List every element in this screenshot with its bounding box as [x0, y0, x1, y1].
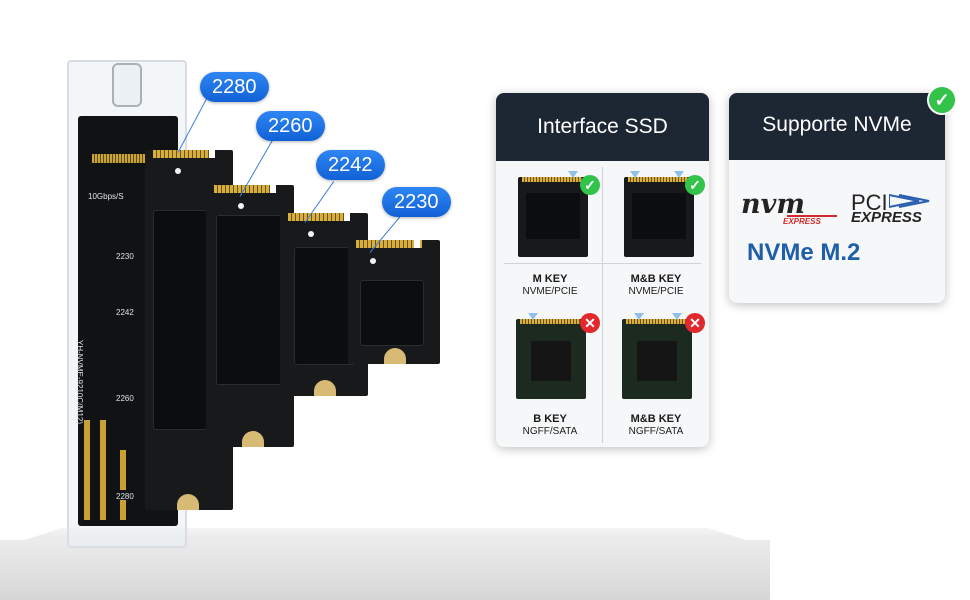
ssd-connector — [628, 177, 688, 182]
nvm-logo-underline — [787, 215, 837, 217]
nvme-caption: NVMe M.2 — [747, 239, 861, 266]
usb-pin — [120, 500, 126, 520]
model-label: YH-NVME-9210C(M12) — [75, 340, 84, 425]
size-pill-2260: 2260 — [256, 111, 325, 141]
ssd-mount-hole — [384, 348, 406, 364]
ssd-chip — [526, 193, 580, 239]
usb-c-port — [112, 63, 142, 107]
ssd-dot — [308, 231, 314, 237]
ssd-chip — [294, 247, 356, 365]
b-key-sub: NGFF/SATA — [522, 426, 578, 437]
key-notch-marker — [528, 313, 538, 320]
ssd-notch — [344, 213, 350, 221]
nvm-logo-sub: EXPRESS — [783, 217, 821, 226]
key-notch-marker — [568, 171, 578, 178]
check-icon: ✓ — [580, 175, 600, 195]
mb-key-sata-sub: NGFF/SATA — [628, 426, 684, 437]
ssd-mount-hole — [242, 431, 264, 447]
usb-pin — [84, 420, 90, 520]
ssd-chip — [216, 215, 284, 385]
pci-arrow-icon — [889, 193, 930, 209]
key-notch-marker — [672, 313, 682, 320]
mb-key-sata-ssd — [622, 319, 692, 399]
ssd-chip — [153, 210, 215, 430]
ssd-mount-hole — [314, 380, 336, 396]
size-mark-2260: 2260 — [116, 394, 134, 403]
ssd-2260 — [206, 185, 294, 447]
mb-key-sata-title: M&B KEY — [630, 413, 682, 425]
ssd-notch — [209, 150, 215, 158]
m-key-title: M KEY — [532, 273, 568, 285]
speed-label: 10Gbps/S — [88, 192, 124, 201]
interface-card-title: Interface SSD — [496, 93, 709, 161]
usb-pin — [120, 450, 126, 490]
ssd-mount-hole — [177, 494, 199, 510]
key-notch-marker — [674, 171, 684, 178]
ssd-connector — [522, 177, 582, 182]
nvme-card-title: Supporte NVMe — [729, 93, 945, 160]
size-pill-2230: 2230 — [382, 187, 451, 217]
pci-logo-top: PCI — [851, 190, 888, 215]
interface-ssd-card: Interface SSD ✓ M KEY NVME/PCIE ✓ M&B KE… — [496, 93, 709, 447]
key-notch-marker — [630, 171, 640, 178]
ssd-dot — [175, 168, 181, 174]
ssd-chip — [637, 341, 677, 381]
ssd-2230 — [348, 240, 440, 364]
ssd-notch — [414, 240, 420, 248]
size-pill-2242: 2242 — [316, 150, 385, 180]
ssd-dot — [370, 258, 376, 264]
cross-icon: ✕ — [685, 313, 705, 333]
pedestal — [0, 540, 770, 600]
m-key-sub: NVME/PCIE — [522, 286, 578, 297]
ssd-connector — [356, 240, 422, 248]
size-pill-2280: 2280 — [200, 72, 269, 102]
size-mark-2242: 2242 — [116, 308, 134, 317]
m-key-ssd — [518, 177, 588, 257]
m2-slot — [92, 154, 146, 163]
b-key-title: B KEY — [533, 413, 567, 425]
ssd-connector — [626, 319, 686, 324]
cross-icon: ✕ — [580, 313, 600, 333]
mb-key-nvme-ssd — [624, 177, 694, 257]
size-mark-2280: 2280 — [116, 492, 134, 501]
key-notch-marker — [634, 313, 644, 320]
ssd-chip — [531, 341, 571, 381]
check-icon: ✓ — [685, 175, 705, 195]
ssd-chip — [632, 193, 686, 239]
mb-key-nvme-sub: NVME/PCIE — [628, 286, 684, 297]
nvm-logo-word: nvm — [741, 189, 805, 220]
ssd-connector — [214, 185, 276, 193]
ssd-dot — [238, 203, 244, 209]
check-icon: ✓ — [927, 85, 957, 115]
card-divider — [602, 167, 603, 443]
mb-key-nvme-title: M&B KEY — [630, 273, 682, 285]
ssd-chip — [360, 280, 424, 346]
ssd-connector — [520, 319, 580, 324]
ssd-connector — [153, 150, 215, 158]
ssd-notch — [270, 185, 276, 193]
size-mark-2230: 2230 — [116, 252, 134, 261]
ssd-connector — [288, 213, 350, 221]
b-key-ssd — [516, 319, 586, 399]
pci-logo-bottom: EXPRESS — [851, 209, 922, 226]
nvm-express-logo: nvm — [741, 189, 805, 220]
usb-pin — [100, 420, 106, 520]
nvme-support-card: Supporte NVMe nvm EXPRESS PCI EXPRESS NV… — [729, 93, 945, 303]
